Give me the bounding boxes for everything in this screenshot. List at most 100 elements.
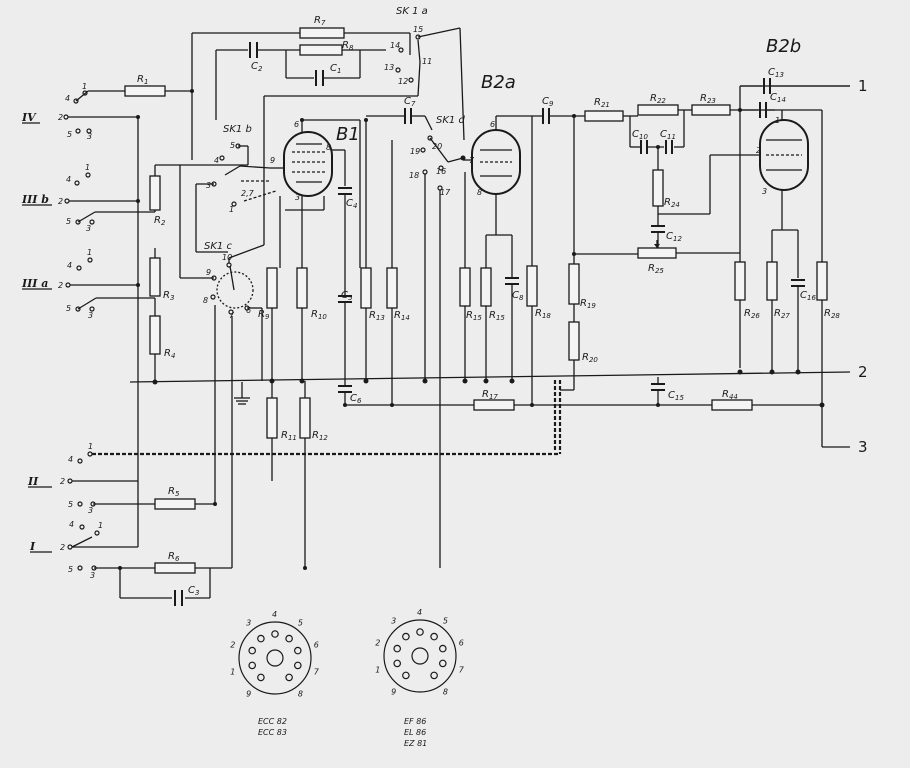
svg-text:10: 10 [222,253,232,262]
svg-text:3: 3 [295,193,300,202]
resistor-r1: R1 [124,74,192,97]
output-label-1: 1 [858,77,868,95]
svg-text:C12: C12 [666,231,682,243]
svg-text:5: 5 [230,141,235,150]
svg-text:9: 9 [270,156,275,165]
svg-text:8: 8 [326,143,331,152]
svg-text:15: 15 [413,25,423,34]
svg-text:1: 1 [98,521,103,530]
resistor-r10: R10 [296,267,327,381]
input-label-iii-b: III b [21,193,49,206]
switch-sk1d: SK1 d 19 20 16 18 17 [409,115,466,568]
socket-pin [402,632,410,641]
switch-label-sk1a: SK 1 a [396,6,428,17]
svg-text:R8: R8 [342,40,354,52]
svg-text:R20: R20 [582,352,598,364]
svg-text:R23: R23 [700,93,716,105]
svg-text:R2: R2 [154,215,166,227]
socket-pin-label: 6 [314,640,319,649]
tube-label-b2b: B2b [766,36,801,57]
socket-pin-label: 6 [459,638,464,647]
socket-pin [293,646,302,655]
socket-pin-label: 7 [459,666,465,675]
svg-text:9: 9 [206,268,211,277]
capacitor-c6: C6 [338,385,392,406]
svg-text:2: 2 [756,146,761,155]
svg-text:C6: C6 [350,393,362,405]
svg-text:5: 5 [68,565,73,574]
socket-pin-label: 7 [314,668,320,677]
resistor-r9: R9 [258,267,278,381]
svg-text:R14: R14 [394,310,410,322]
socket-pin-label: 9 [391,688,396,697]
svg-text:C10: C10 [632,129,648,141]
socket-pin [438,659,447,668]
socket-left-type-1: ECC 82 [258,717,287,726]
svg-text:R10: R10 [311,309,327,321]
resistor-r14: R14 [386,140,410,405]
svg-text:R3: R3 [163,290,174,302]
socket-pin-label: 8 [443,688,448,697]
svg-text:R13: R13 [369,310,385,322]
svg-text:3: 3 [86,224,91,233]
tube-label-b1: B1 [336,124,360,145]
capacitor-c4: C4 [338,150,357,268]
svg-text:C9: C9 [542,96,554,108]
input-ii: II 1 4 2 5 3 [27,442,560,515]
input-label-i: I [29,540,36,553]
svg-text:R22: R22 [650,93,666,105]
svg-text:3: 3 [88,506,93,515]
svg-text:18: 18 [409,171,419,180]
svg-text:C2: C2 [251,61,263,73]
capacitor-c16: C16 [791,230,816,370]
svg-text:R6: R6 [168,551,180,563]
svg-text:3: 3 [87,132,92,141]
svg-text:2: 2 [58,281,63,290]
input-iv: IV 1 4 2 5 3 [21,82,138,141]
resistor-r27: R27 [766,230,790,370]
socket-pin-label: 4 [417,608,422,617]
resistor-r28: R28 [816,261,840,320]
svg-text:3: 3 [762,187,767,196]
socket-pin-label: 8 [298,690,303,699]
socket-pin [393,659,402,668]
input-label-iii-a: III a [21,277,48,290]
svg-text:3: 3 [88,311,93,320]
svg-text:16: 16 [436,167,446,176]
socket-pin [257,634,265,643]
socket-pin [248,661,257,670]
resistor-r6: R6 [119,316,233,599]
svg-text:6: 6 [294,120,299,129]
socket-outline [238,621,312,695]
svg-text:5: 5 [68,500,73,509]
svg-text:R19: R19 [580,298,596,310]
socket-pin-label: 5 [443,616,448,625]
svg-text:1: 1 [88,442,93,451]
capacitor-c15: C15 [651,377,684,405]
tube-label-b2a: B2a [481,72,516,93]
svg-text:R21: R21 [594,97,610,109]
svg-text:R26: R26 [744,308,760,320]
socket-pin [438,644,447,653]
resistor-r13: R13 [360,120,385,381]
svg-text:1: 1 [87,248,92,257]
svg-text:2: 2 [58,113,63,122]
svg-text:5: 5 [67,130,72,139]
socket-pin [430,632,438,641]
socket-pin-label: 1 [375,666,380,675]
svg-text:1: 1 [229,205,234,214]
switch-sk1a: SK 1 a 15 14 13 11 12 [384,6,465,141]
input-label-ii: II [27,475,39,488]
resistor-r16: R15 [480,235,505,381]
resistor-r3: R3 [149,248,174,302]
svg-text:R17: R17 [482,389,498,401]
svg-text:R1: R1 [137,74,148,86]
capacitor-c7: C7 [366,96,433,131]
svg-text:5: 5 [66,304,71,313]
svg-text:R24: R24 [664,197,680,209]
svg-text:R9: R9 [258,309,270,321]
input-iii-a: III a 1 4 2 5 3 [21,248,155,320]
socket-center [266,649,284,667]
